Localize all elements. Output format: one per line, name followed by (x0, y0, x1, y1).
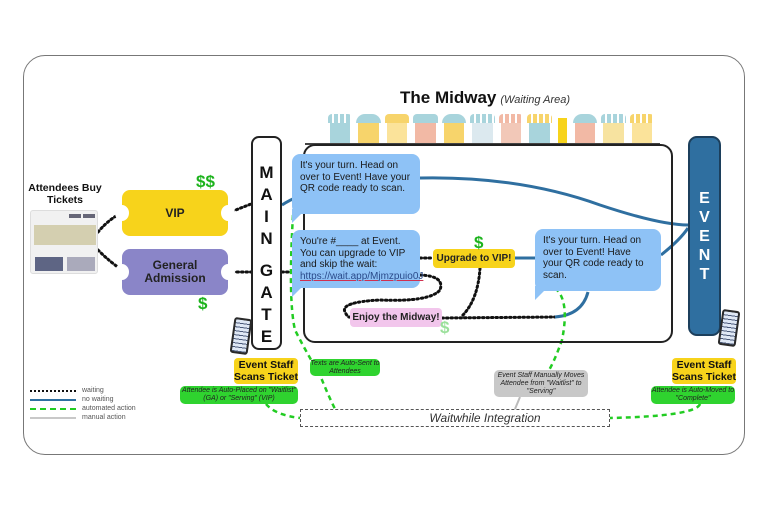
booth-icon (629, 114, 654, 144)
booth-icon (572, 114, 598, 144)
path-exit-to-integration (609, 403, 702, 420)
vip-ticket: VIP (115, 190, 235, 236)
path-staff-to-integration (265, 403, 301, 420)
upgrade-link[interactable]: https://wait.app/Mjmzpuio0J (300, 270, 424, 282)
ga-wait-message: You're #____ at Event. You can upgrade t… (292, 230, 424, 297)
legend-item-no-waiting: no waiting (30, 395, 136, 404)
legend: waiting no waiting automated action manu… (30, 386, 136, 422)
buy-tickets-label: Attendees Buy Tickets (28, 182, 102, 206)
path-texts-auto (289, 214, 337, 410)
booth-icon (384, 114, 410, 144)
auto-moved-note: Attendee is Auto-Moved to "Complete" (651, 386, 735, 404)
booth-icon (328, 114, 353, 144)
legend-item-waiting: waiting (30, 386, 136, 395)
vip-price-icon: $$ (196, 172, 215, 191)
ga-turn-message: It's your turn. Head on over to Event! H… (535, 229, 661, 300)
ga-price-icon: $ (198, 294, 208, 313)
path-bubble-loop (342, 273, 443, 319)
general-admission-ticket: General Admission (115, 249, 235, 295)
texts-sent-note: Texts are Auto-Sent to Attendees (310, 359, 380, 376)
booth-icon (601, 114, 626, 144)
upgrade-price-icon: $ (474, 233, 484, 252)
booth-icon (441, 114, 467, 144)
auto-placed-note: Attendee is Auto-Placed on "Waitlist" (G… (180, 386, 298, 404)
enjoy-midway-label: Enjoy the Midway! (350, 308, 442, 327)
booth-icon (527, 114, 552, 144)
path-manual-line (514, 396, 521, 410)
path-enjoy-to-serve (440, 315, 557, 320)
booth-icon (498, 114, 524, 144)
ticket-website-thumbnail (30, 210, 98, 274)
vip-turn-message: It's your turn. Head on over to Event! H… (292, 154, 420, 223)
manual-move-note: Event Staff Manually Moves Attendee from… (494, 370, 588, 397)
midway-title: The Midway(Waiting Area) (400, 88, 571, 107)
path-serve-curve (554, 291, 590, 319)
path-turn-to-event (660, 227, 690, 257)
midway-booths (328, 110, 654, 144)
diagram-frame (23, 55, 745, 455)
booth-icon (413, 114, 438, 144)
booth-icon (470, 114, 495, 144)
path-manual-serve (546, 287, 567, 373)
waitwhile-integration-box: Waitwhile Integration (300, 409, 610, 427)
upgrade-to-vip-label: Upgrade to VIP! (433, 249, 515, 268)
midway-spend-icon: $ (440, 318, 450, 337)
entry-staff-scan-label: Event Staff Scans Ticket (234, 358, 299, 384)
exit-staff-scan-label: Event Staff Scans Ticket (672, 358, 737, 384)
booth-icon (556, 114, 569, 144)
booth-icon (356, 114, 381, 144)
legend-item-manual: manual action (30, 413, 136, 422)
legend-item-automated: automated action (30, 404, 136, 413)
path-upgrade-down (460, 266, 482, 318)
